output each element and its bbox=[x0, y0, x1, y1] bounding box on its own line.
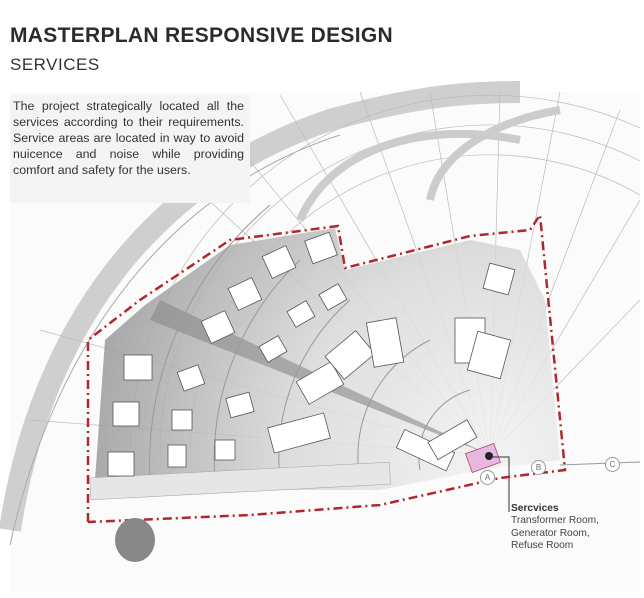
service-zone bbox=[464, 442, 502, 474]
callout-item: Transformer Room, bbox=[511, 515, 599, 527]
service-marker-icon bbox=[485, 452, 493, 460]
site-boundary bbox=[86, 211, 567, 524]
parking-strip bbox=[89, 461, 391, 501]
callout-item: Generator Room, bbox=[511, 527, 590, 539]
page-title: MASTERPLAN RESPONSIVE DESIGN bbox=[10, 24, 393, 47]
buildings bbox=[107, 231, 516, 477]
services-callout: Sercvices Transformer Room, Generator Ro… bbox=[511, 503, 599, 553]
grid-label-b: B bbox=[531, 460, 546, 475]
intro-text: The project strategically located all th… bbox=[10, 95, 250, 203]
callout-item: Refuse Room bbox=[511, 540, 574, 552]
page-subtitle: SERVICES bbox=[10, 55, 100, 74]
callout-leader bbox=[493, 456, 510, 512]
grid-label-a: A bbox=[480, 470, 495, 485]
grid-label-c: C bbox=[605, 457, 620, 472]
callout-heading: Sercvices bbox=[511, 503, 559, 514]
pond bbox=[115, 518, 155, 562]
